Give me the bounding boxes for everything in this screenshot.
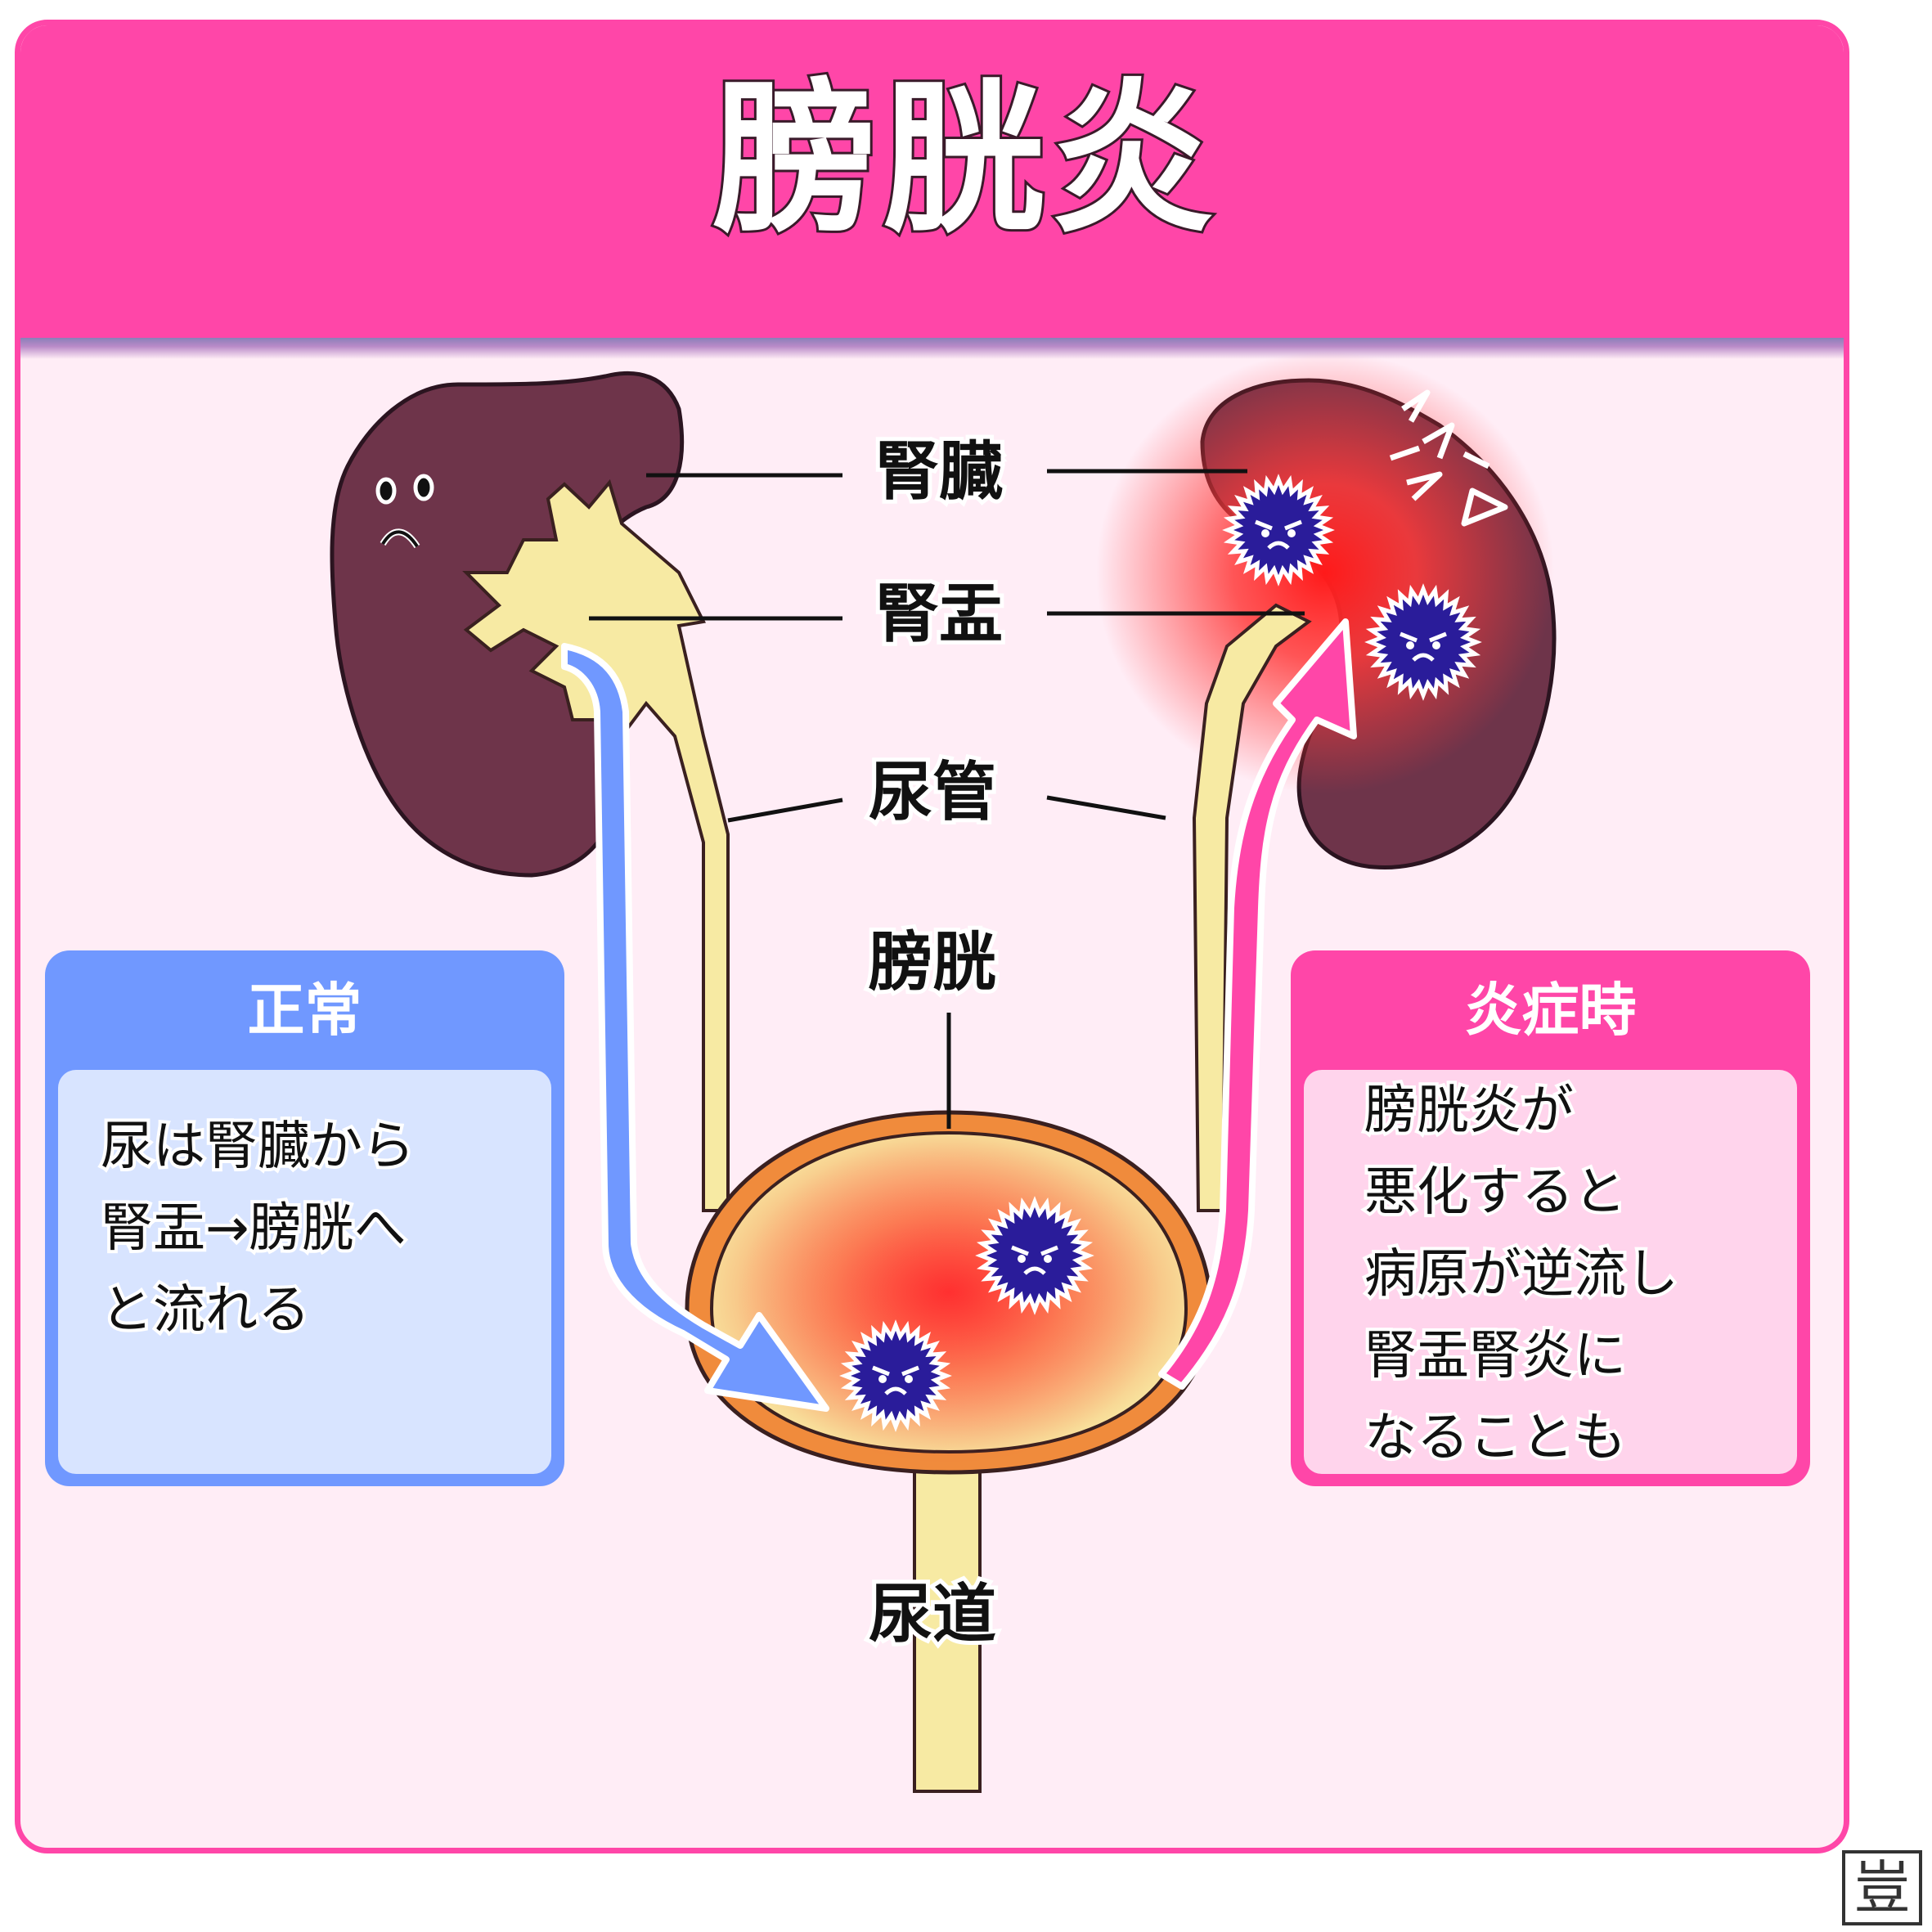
label-leader-lines bbox=[589, 469, 1305, 1129]
header-bar bbox=[20, 25, 1844, 338]
urethra-tube bbox=[913, 1454, 982, 1793]
normal-line-1: 尿は腎臓から bbox=[97, 1113, 418, 1180]
inflam-line-2: 悪化すると bbox=[1361, 1159, 1629, 1226]
label-ureter: 尿管 bbox=[865, 756, 1000, 829]
germ-icon bbox=[975, 1196, 1094, 1315]
right-kidney-inflammation bbox=[1096, 352, 1554, 793]
inflam-line-1: 膀胱炎が bbox=[1361, 1077, 1577, 1144]
right-ureter bbox=[1192, 603, 1312, 1212]
reflux-flow-arrow bbox=[1158, 618, 1357, 1390]
header-shadow bbox=[20, 338, 1844, 359]
label-kidney: 腎臓 bbox=[871, 435, 1007, 509]
inflam-line-5: なることも bbox=[1361, 1404, 1629, 1471]
right-kidney bbox=[1096, 352, 1557, 870]
normal-flow-arrow bbox=[561, 643, 829, 1412]
germ-icon bbox=[1222, 474, 1335, 586]
corner-stamp-logo: 豈 bbox=[1842, 1850, 1922, 1925]
germ-icon bbox=[839, 1319, 952, 1432]
inflam-line-3: 病原が逆流し bbox=[1361, 1241, 1682, 1308]
label-urethra: 尿道 bbox=[865, 1578, 1000, 1651]
normal-panel: 正常 尿は腎臓から 腎盂→膀胱へ と流れる bbox=[45, 950, 564, 1486]
kidney-face-icon bbox=[375, 474, 434, 549]
normal-line-3: と流れる bbox=[97, 1277, 313, 1344]
page-title: 膀胱炎 bbox=[711, 65, 1219, 255]
bladder bbox=[685, 1110, 1213, 1475]
germ-icon bbox=[1364, 583, 1482, 701]
inflammation-panel-body: 膀胱炎が 悪化すると 病原が逆流し 腎盂腎炎に なることも bbox=[1304, 1070, 1797, 1474]
normal-panel-body: 尿は腎臓から 腎盂→膀胱へ と流れる bbox=[58, 1070, 551, 1474]
inflam-line-4: 腎盂腎炎に bbox=[1361, 1323, 1629, 1390]
normal-line-2: 腎盂→膀胱へ bbox=[97, 1195, 410, 1262]
germs-layer bbox=[839, 474, 1482, 1432]
pain-mark-icon bbox=[1389, 389, 1508, 527]
inflammation-panel-heading: 炎症時 bbox=[1464, 977, 1637, 1044]
label-bladder: 膀胱 bbox=[865, 926, 1000, 1000]
label-renal-pelvis: 腎盂 bbox=[871, 577, 1007, 651]
normal-panel-heading: 正常 bbox=[247, 977, 362, 1044]
inflammation-panel: 炎症時 膀胱炎が 悪化すると 病原が逆流し 腎盂腎炎に なることも bbox=[1291, 950, 1810, 1486]
